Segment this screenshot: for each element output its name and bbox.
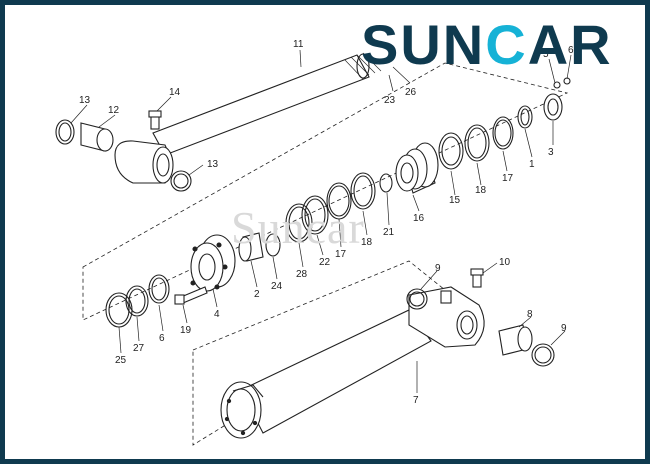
seal-17 [492,116,514,150]
label-10: 10 [499,257,511,268]
label-17-mid: 17 [335,249,347,260]
label-9-right: 9 [561,323,567,334]
grease-nipple-10 [470,268,484,288]
screw-5 [553,81,561,89]
seal-18 [464,124,490,162]
label-1: 1 [529,159,535,170]
seal-9-left [406,288,428,310]
label-6-bottom: 6 [159,333,165,344]
label-18-mid: 18 [361,237,373,248]
ring-6 [148,274,170,304]
label-9-left: 9 [435,263,441,274]
label-14: 14 [169,87,181,98]
logo-part-ar: AR [527,13,613,76]
ring-24 [265,233,281,257]
exploded-parts-diagram: 11 5 6 26 23 13 12 14 13 3 1 17 18 15 16… [55,39,574,446]
label-4: 4 [214,309,220,320]
ring-15 [438,132,464,170]
label-26: 26 [405,87,417,98]
label-11: 11 [293,39,304,50]
label-28: 28 [296,269,308,280]
rod-eye [114,140,174,184]
label-6-top: 6 [568,45,574,56]
label-13-left: 13 [79,95,91,106]
seal-27 [125,285,149,317]
ring-21 [379,173,393,193]
logo-part-sun: SUN [361,13,486,76]
piston-16 [395,142,439,194]
label-18-right: 18 [475,185,487,196]
label-19: 19 [180,325,192,336]
label-21: 21 [383,227,395,238]
logo-part-c: C [485,13,528,76]
label-25: 25 [115,355,127,366]
upper-group-boundary [82,62,569,321]
label-23: 23 [384,95,396,106]
part-number-labels: 11 5 6 26 23 13 12 14 13 3 1 17 18 15 16… [79,39,574,406]
label-8: 8 [527,309,533,320]
nut-3 [543,93,563,121]
seal-13-left [55,119,75,145]
seal-9-right [531,343,555,367]
ring-22 [301,195,329,235]
grease-nipple-14 [148,110,162,130]
label-13-right: 13 [207,159,219,170]
label-5: 5 [543,49,549,60]
seal-18-b [350,172,376,210]
label-16: 16 [413,213,425,224]
label-24: 24 [271,281,283,292]
label-7: 7 [413,395,419,406]
label-27: 27 [133,343,145,354]
label-3: 3 [548,147,554,158]
label-15: 15 [449,195,461,206]
label-12: 12 [108,105,120,116]
seal-13-right [170,170,192,192]
ring-28 [285,203,313,243]
lower-group-boundary [192,260,446,446]
bolt-19 [174,286,208,305]
cylinder-head-4 [190,234,236,292]
ring-1 [517,105,533,129]
label-22: 22 [319,257,331,268]
watermark-text: Suncar [231,202,365,253]
cylinder-tube-7 [220,286,485,439]
piston-rod [152,52,382,156]
label-2: 2 [254,289,260,300]
leader-lines [70,49,572,393]
label-17-right: 17 [502,173,514,184]
suncar-logo: SUNCAR [361,17,613,73]
